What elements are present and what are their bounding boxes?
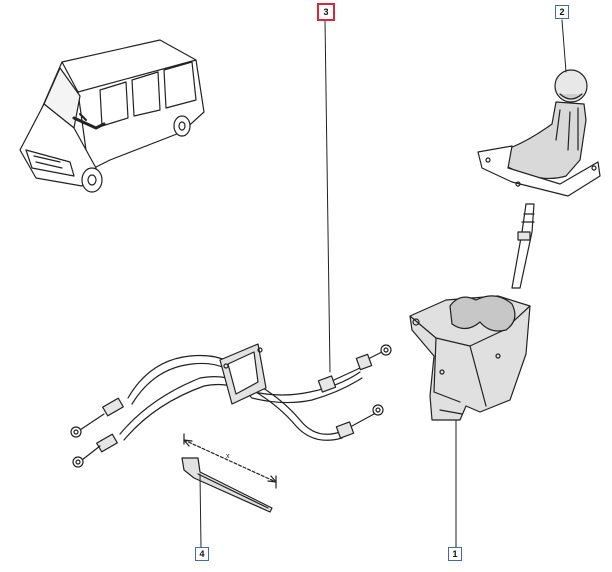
callout-2[interactable]: 2 xyxy=(555,5,569,19)
dimension-arrow xyxy=(183,433,277,489)
callout-4[interactable]: 4 xyxy=(195,547,209,561)
leader-lines xyxy=(199,19,567,549)
van-illustration xyxy=(19,39,205,193)
callout-1[interactable]: 1 xyxy=(448,547,462,561)
gear-cable-assembly-part xyxy=(70,343,392,468)
dimension-label: x xyxy=(226,453,230,460)
gear-lever-housing-part xyxy=(409,203,535,421)
callout-3[interactable]: 3 xyxy=(317,3,335,21)
gear-knob-boot-part xyxy=(477,69,601,197)
cable-tie-part xyxy=(181,457,273,513)
